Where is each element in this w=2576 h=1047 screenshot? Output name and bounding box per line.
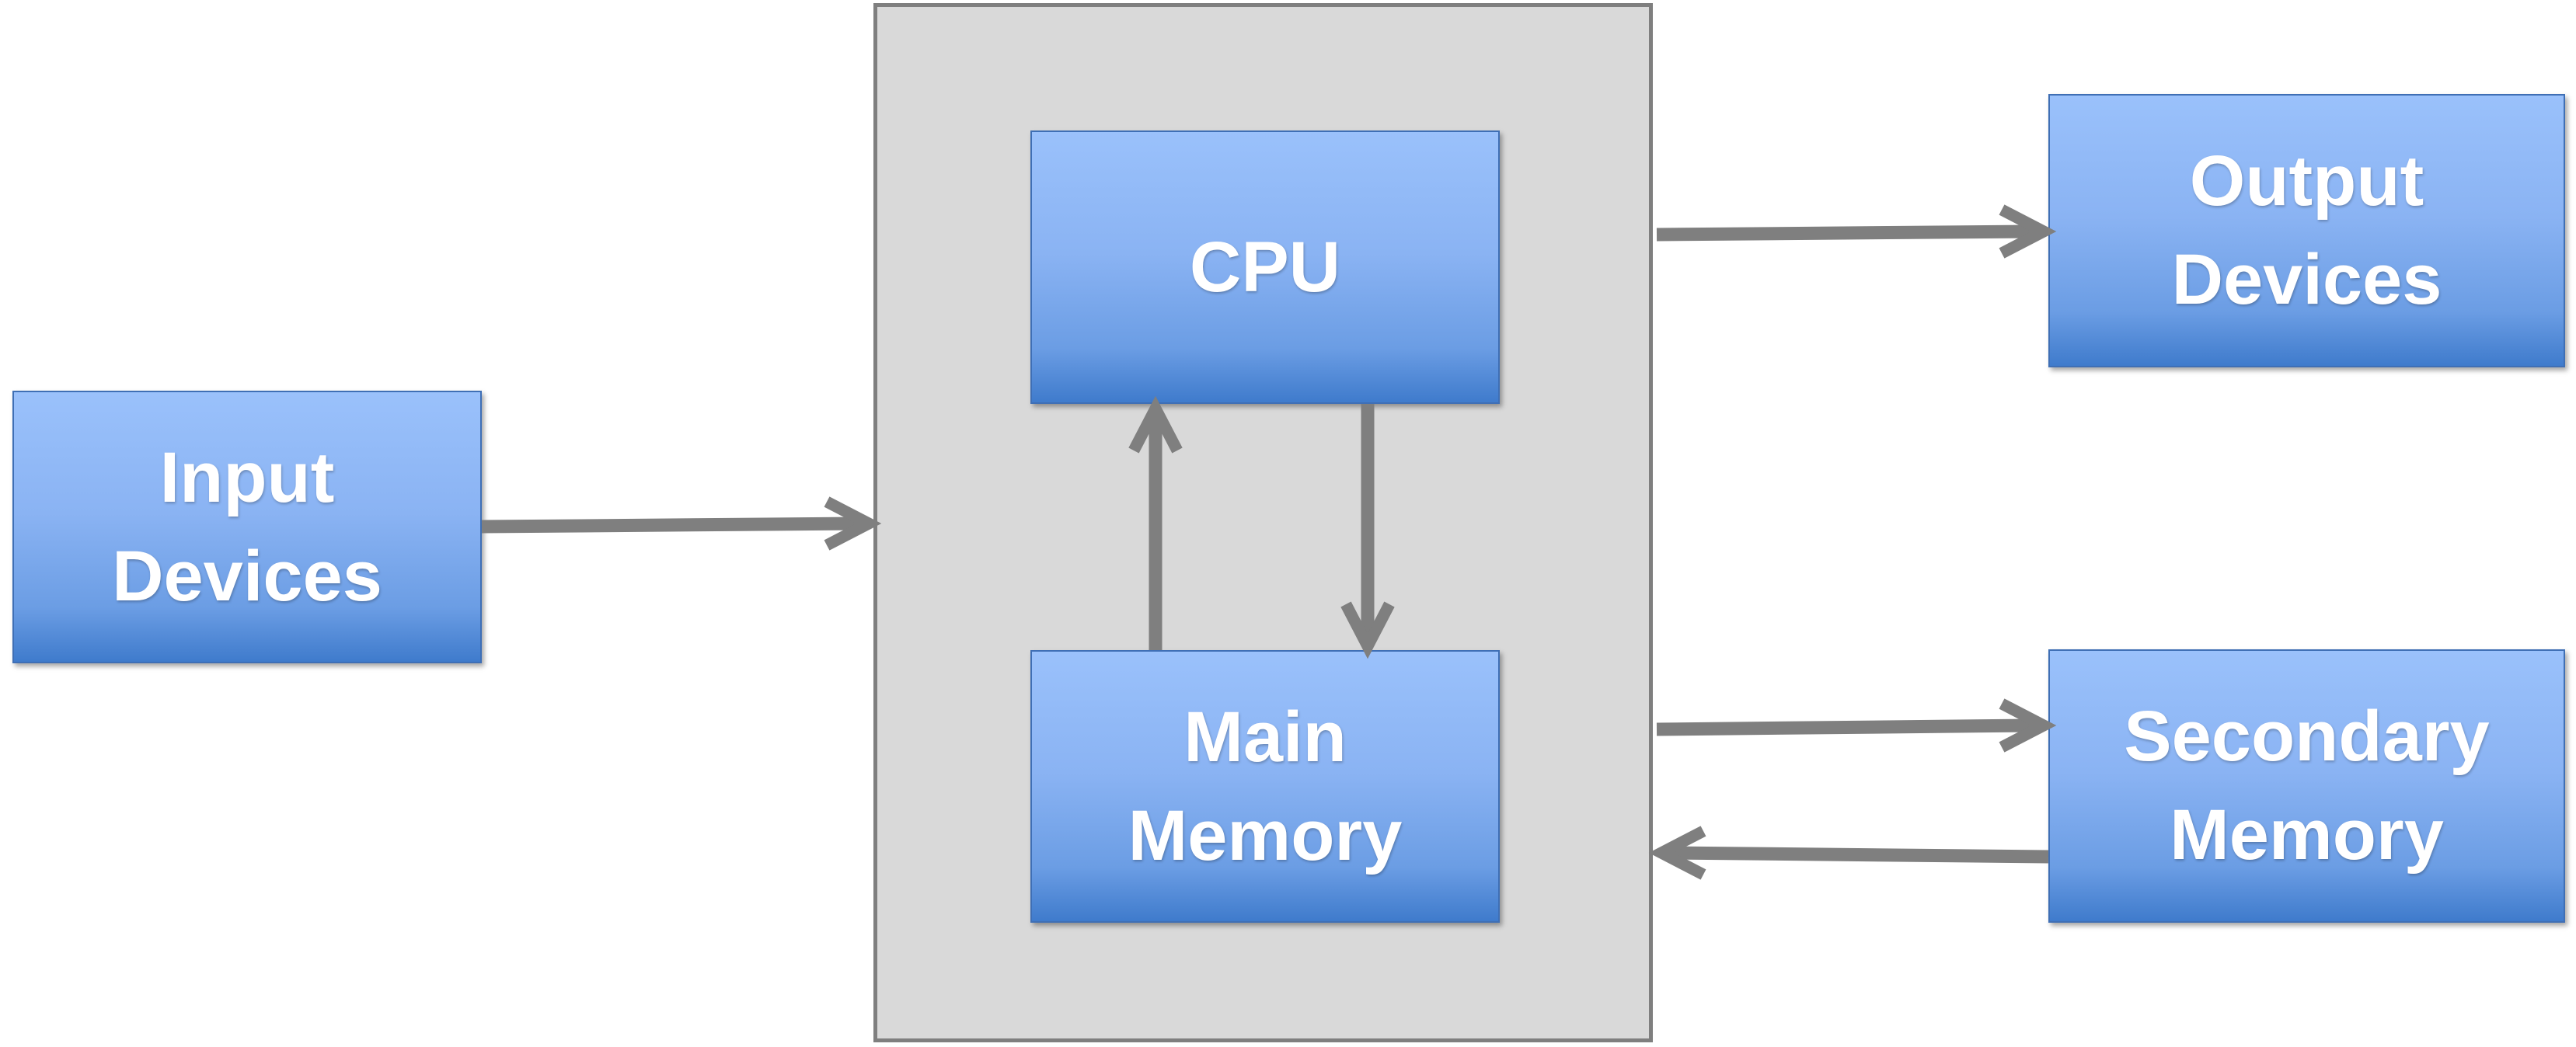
output-devices-block: Output Devices — [2048, 94, 2565, 367]
arrow-secondary-to-computer — [1648, 826, 2049, 880]
secondary-memory-label: Secondary Memory — [2124, 697, 2490, 875]
cpu-label: CPU — [1189, 227, 1341, 307]
input-devices-block: Input Devices — [12, 391, 482, 663]
arrow-computer-to-secondary — [1656, 698, 2057, 753]
main-memory-block: Main Memory — [1030, 650, 1500, 923]
arrow-input-to-computer — [481, 496, 882, 551]
input-devices-label: Input Devices — [112, 437, 382, 616]
output-devices-label: Output Devices — [2171, 141, 2442, 319]
arrow-computer-to-output — [1656, 204, 2057, 259]
cpu-block: CPU — [1030, 130, 1500, 404]
secondary-memory-block: Secondary Memory — [2048, 649, 2565, 923]
main-memory-label: Main Memory — [1128, 697, 1403, 875]
